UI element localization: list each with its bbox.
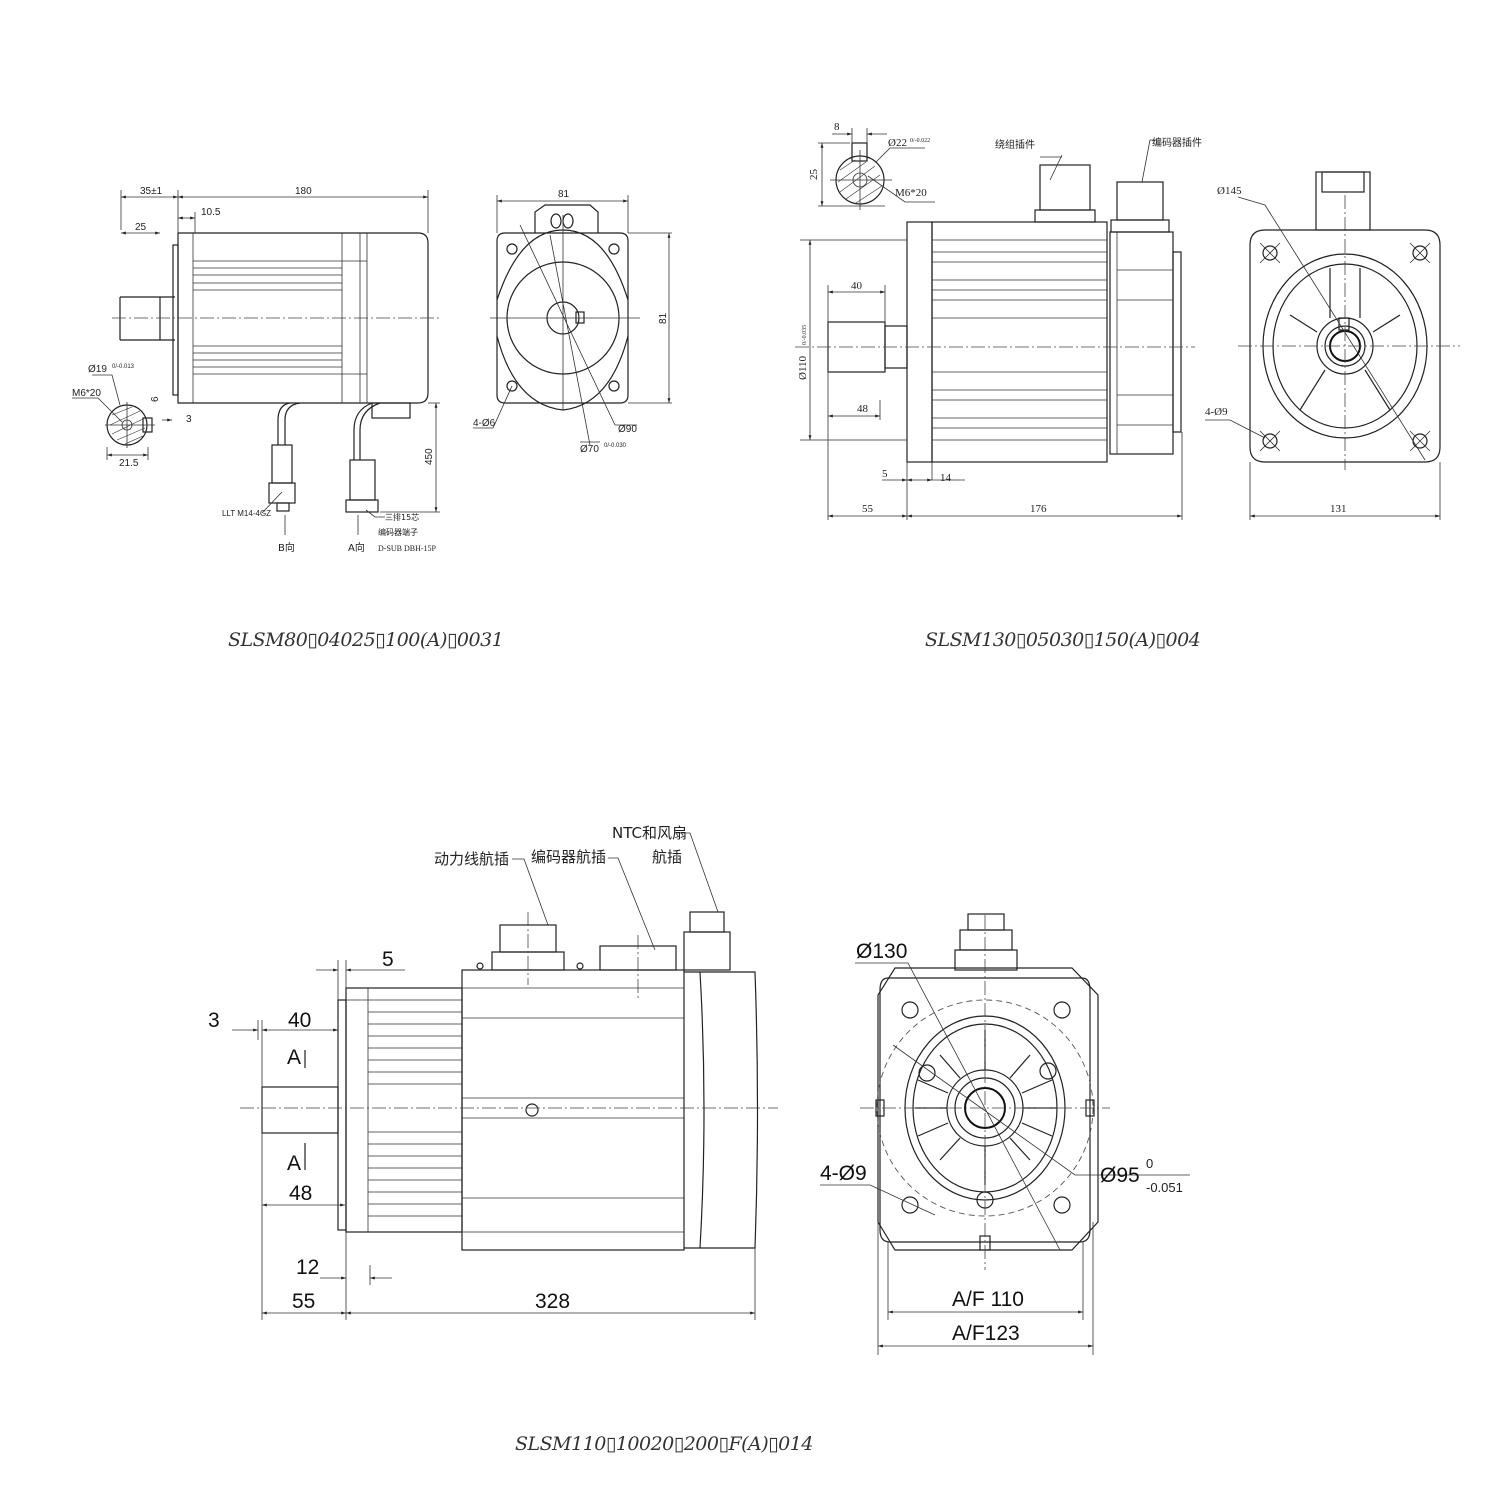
dim-cable-length: 450 xyxy=(424,448,435,465)
shaft-tolerance: 0/-0.013 xyxy=(112,364,135,370)
flange-thickness: 12 xyxy=(296,1256,319,1279)
view-a-label: A向 xyxy=(348,541,365,554)
mount-holes: 4-Ø9 xyxy=(1205,406,1228,418)
section-a-top: A xyxy=(287,1046,301,1069)
winding-connector-label: 绕组插件 xyxy=(995,138,1035,151)
model-caption: SLSM130▯05030▯150(A)▯004 xyxy=(925,629,1200,651)
body-length: 328 xyxy=(535,1290,570,1313)
ntc-fan-label-2: 航插 xyxy=(652,848,682,866)
key-width: 8 xyxy=(834,121,840,133)
pcd-diameter: Ø145 xyxy=(1217,185,1242,197)
model-caption: SLSM110▯10020▯200▯F(A)▯014 xyxy=(515,1433,813,1455)
front-view: Ø145 4-Ø9 131 xyxy=(1205,171,1460,520)
key-height: 21.5 xyxy=(119,458,139,469)
key-width: 6 xyxy=(150,396,161,402)
flange-thickness: 14 xyxy=(940,472,952,484)
dim-shaft-overall: 35±1 xyxy=(140,186,163,197)
front-view: Ø130 Ø95 0 -0.051 4-Ø9 A/F 110 A/F123 xyxy=(820,913,1190,1355)
spigot-diameter: Ø95 xyxy=(1100,1164,1140,1187)
shaft-total: 55 xyxy=(292,1290,315,1313)
shaft-diameter: Ø22 xyxy=(888,137,907,149)
drawing-slsm80: 35±1 180 10.5 25 3 450 LLT M14-4GZ B向 A向… xyxy=(72,186,672,651)
section-a-bottom: A xyxy=(287,1152,301,1175)
spigot-tol-lower: -0.051 xyxy=(1146,1180,1183,1195)
thread-label: M6*20 xyxy=(895,187,927,199)
shaft-tolerance: 0/-0.022 xyxy=(910,138,930,144)
front-width: 81 xyxy=(558,189,570,200)
shoulder-length: 3 xyxy=(208,1009,220,1032)
dim-flange-thickness: 3 xyxy=(186,414,192,425)
model-caption: SLSM80▯04025▯100(A)▯0031 xyxy=(228,629,503,651)
pcd-diameter: Ø90 xyxy=(618,424,637,435)
encoder-label-1: 三排15芯 xyxy=(385,512,419,522)
spigot-diameter: Ø110 xyxy=(797,355,809,380)
view-b-label: B向 xyxy=(278,541,295,554)
mount-holes: 4-Ø9 xyxy=(820,1162,867,1185)
key-length: 40 xyxy=(851,280,863,292)
drawing-slsm130: 8 25 Ø22 0/-0.022 M6*20 绕组插件 编码器插件 xyxy=(795,121,1460,651)
key-height: 25 xyxy=(808,169,820,181)
mount-holes: 4-Ø6 xyxy=(473,418,496,429)
power-connector-label: LLT M14-4GZ xyxy=(222,509,271,518)
thread-label: M6*20 xyxy=(72,388,101,399)
af-inner: A/F 110 xyxy=(952,1288,1024,1311)
shaft-length: 48 xyxy=(289,1182,312,1205)
dim-shaft-key: 25 xyxy=(135,222,147,233)
encoder-connector-label: 编码器插件 xyxy=(1152,136,1202,149)
pcd-diameter: Ø130 xyxy=(856,940,907,963)
body-length: 176 xyxy=(1030,503,1047,515)
power-connector-label: 动力线航插 xyxy=(434,850,509,868)
spigot-diameter: Ø70 xyxy=(580,444,599,455)
shaft-diameter: Ø19 xyxy=(88,364,107,375)
side-view: 35±1 180 10.5 25 3 450 LLT M14-4GZ B向 A向… xyxy=(112,186,440,554)
spigot-tolerance: 0/-0.035 xyxy=(802,325,808,345)
af-outer: A/F123 xyxy=(952,1322,1020,1345)
shaft-section: Ø19 0/-0.013 M6*20 6 21.5 xyxy=(72,364,161,469)
spigot-length: 5 xyxy=(882,468,888,480)
front-width: 131 xyxy=(1330,503,1347,515)
front-height: 81 xyxy=(658,312,669,324)
spigot-tol-upper: 0 xyxy=(1146,1156,1153,1171)
dim-body-length: 180 xyxy=(295,186,312,197)
side-view: 动力线航插 编码器航插 NTC和风扇 航插 5 3 40 A A 48 12 5… xyxy=(208,824,778,1320)
shaft-length: 48 xyxy=(857,403,869,415)
encoder-label-3: D-SUB DBH-15P xyxy=(378,544,437,553)
shaft-section: 8 25 Ø22 0/-0.022 M6*20 xyxy=(808,121,935,210)
drawing-slsm110: 动力线航插 编码器航插 NTC和风扇 航插 5 3 40 A A 48 12 5… xyxy=(208,824,1190,1455)
key-length: 40 xyxy=(288,1009,311,1032)
ntc-fan-label-1: NTC和风扇 xyxy=(612,824,687,842)
dim-flange-offset: 10.5 xyxy=(201,207,221,218)
spigot-length: 5 xyxy=(382,948,394,971)
shaft-total: 55 xyxy=(862,503,874,515)
encoder-connector-label: 编码器航插 xyxy=(531,848,606,866)
front-view: 81 81 4-Ø6 Ø90 Ø70 0/-0.030 xyxy=(473,189,672,455)
spigot-tolerance: 0/-0.030 xyxy=(604,443,627,449)
encoder-label-2: 编码器端子 xyxy=(378,527,418,537)
side-view: 绕组插件 编码器插件 Ø110 0/-0.035 40 48 5 14 55 1… xyxy=(795,136,1202,520)
